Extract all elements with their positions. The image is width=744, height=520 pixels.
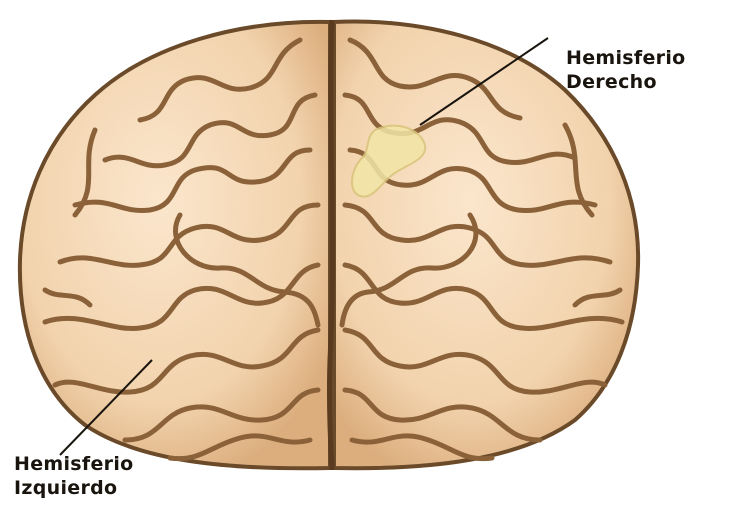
label-left-hemisphere: Hemisferio Izquierdo	[14, 452, 134, 500]
label-right-line2: Derecho	[566, 70, 686, 94]
label-right-line1: Hemisferio	[566, 46, 686, 70]
label-left-line1: Hemisferio	[14, 452, 134, 476]
label-left-line2: Izquierdo	[14, 476, 134, 500]
longitudinal-fissure	[329, 20, 332, 470]
label-right-hemisphere: Hemisferio Derecho	[566, 46, 686, 94]
